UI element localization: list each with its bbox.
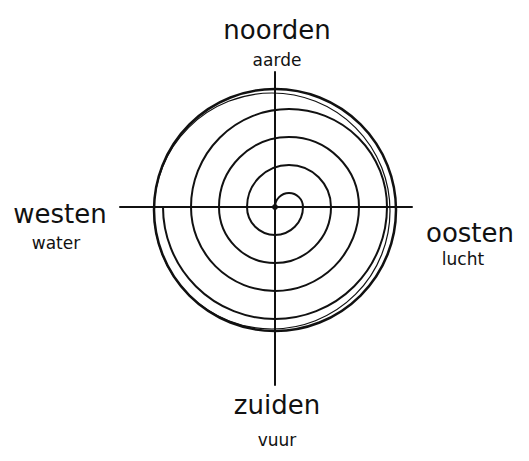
direction-label: zuiden bbox=[234, 392, 320, 418]
center-dot bbox=[273, 205, 278, 210]
outer-circle bbox=[154, 89, 396, 331]
axis-line bbox=[274, 72, 276, 385]
direction-label: westen bbox=[13, 201, 106, 227]
spiral-line bbox=[163, 109, 387, 319]
element-label: aarde bbox=[253, 52, 302, 69]
direction-label: noorden bbox=[223, 17, 331, 43]
element-label: water bbox=[32, 235, 80, 252]
direction-label: oosten bbox=[426, 220, 514, 246]
element-label: vuur bbox=[258, 432, 297, 449]
element-label: lucht bbox=[442, 251, 484, 268]
outer-circle bbox=[154, 93, 390, 329]
